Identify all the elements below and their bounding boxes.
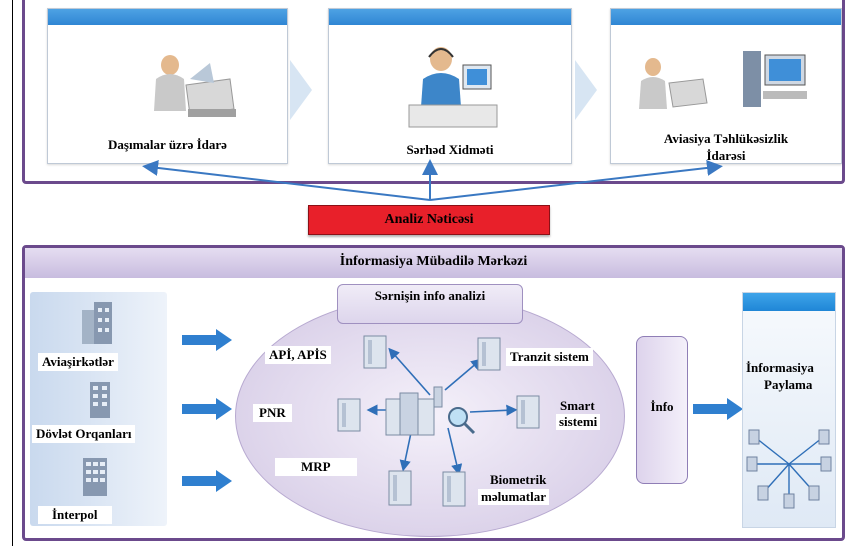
flow-arrow-2	[182, 398, 232, 420]
node-label-biometric-line1: Biometrik	[490, 472, 547, 487]
node-label-smart-line2: sistemi	[556, 414, 601, 430]
info-label: İnfo	[650, 399, 674, 414]
office-worker-icon	[154, 55, 236, 117]
top-box-label: Sərhəd Xidməti	[406, 142, 494, 157]
server-cluster-icon	[385, 386, 476, 436]
source-label-interpol: İnterpol	[38, 506, 112, 524]
distribution-header-bar	[743, 293, 835, 311]
building-icon	[83, 458, 107, 496]
flow-arrow-4	[693, 398, 743, 420]
node-label-pnr: PNR	[253, 404, 292, 422]
distribution-label-line2: Paylama	[764, 377, 813, 392]
box-header-bar	[611, 9, 841, 25]
building-icon	[90, 382, 110, 418]
top-box-label-line1: Aviasiya Təhlükəsizlik	[663, 131, 789, 146]
flow-arrow-3	[182, 470, 232, 492]
result-distribution-arrows	[142, 159, 723, 201]
top-box-label: Daşımalar üzrə İdarə	[108, 137, 227, 152]
node-label-api-apis: APİ, APİS	[265, 346, 331, 364]
distribution-panel	[742, 292, 836, 528]
server-icon	[363, 335, 387, 369]
flow-chevron-1	[290, 60, 312, 120]
officer-icon	[639, 58, 708, 109]
info-box: İnfo	[636, 336, 688, 484]
top-box-label-line2: İdarəsi	[706, 148, 746, 163]
server-icon	[477, 337, 501, 371]
distribution-label-line1: İnformasiya	[746, 360, 814, 375]
operator-at-desk-icon	[408, 47, 498, 128]
server-icon	[337, 398, 361, 432]
server-icon	[388, 470, 412, 506]
box-header-bar	[48, 9, 287, 25]
source-label-state-bodies: Dövlət Orqanları	[32, 425, 136, 443]
top-box-aviasiya: Aviasiya Təhlükəsizlik İdarəsi	[610, 8, 842, 164]
exchange-center-header: İnformasiya Mübadilə Mərkəzi	[25, 248, 842, 278]
top-box-dasimalar: Daşımalar üzrə İdarə	[47, 8, 288, 164]
node-label-transit: Tranzit sistem	[506, 348, 593, 366]
flow-arrow-1	[182, 329, 232, 351]
analysis-title-label: Sərnişin info analizi	[374, 288, 486, 303]
network-hub-icon	[746, 429, 832, 509]
analysis-title-box: Sərnişin info analizi	[337, 284, 523, 324]
top-frame	[22, 0, 845, 184]
server-icon	[516, 395, 540, 429]
node-label-mrp: MRP	[275, 458, 357, 476]
page-edge-line	[12, 0, 13, 546]
node-label-smart-line1: Smart	[560, 398, 595, 413]
node-label-biometric-line2: məlumatlar	[478, 489, 549, 505]
analysis-result-label: Analiz Nəticəsi	[384, 212, 474, 227]
analysis-result-bar: Analiz Nəticəsi	[308, 205, 550, 235]
building-icon	[82, 302, 112, 344]
computer-workstation-icon	[743, 51, 807, 107]
server-icon	[442, 471, 466, 507]
box-header-bar	[329, 9, 571, 25]
source-label-airlines: Aviaşirkətlər	[38, 353, 118, 371]
flow-chevron-2	[575, 60, 597, 120]
exchange-center-title: İnformasiya Mübadilə Mərkəzi	[339, 254, 528, 269]
top-box-serhed: Sərhəd Xidməti	[328, 8, 572, 164]
